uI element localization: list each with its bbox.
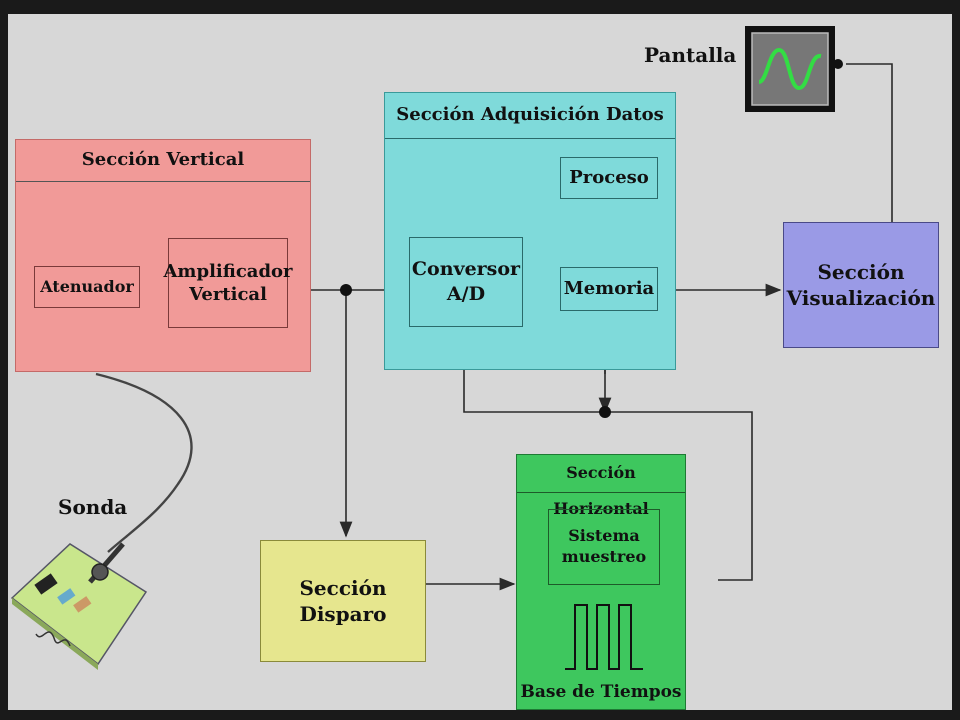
amplificador-vertical-block: Amplificador Vertical — [163, 238, 293, 328]
base-tiempos-label: Base de Tiempos — [520, 682, 682, 702]
conversor-line2: A/D — [446, 283, 486, 305]
seccion-horizontal-title: Sección Horizontal — [517, 455, 685, 518]
wire-visualizacion-pantalla — [846, 63, 893, 222]
seccion-vertical: Sección Vertical Atenuador Amplificador … — [15, 139, 311, 372]
disparo-line1: Sección — [299, 576, 387, 600]
atenuador-block: Atenuador — [34, 266, 140, 308]
probe-cable — [95, 372, 193, 553]
visualizacion-line1: Sección — [817, 260, 905, 284]
disparo-line2: Disparo — [299, 602, 387, 626]
amplificador-line1: Amplificador — [163, 260, 293, 282]
sistema-line1: Sistema — [568, 526, 640, 546]
diagram-canvas: Pantalla Sección Vertical Atenuador Ampl… — [8, 14, 952, 710]
sonda-label: Sonda — [58, 495, 128, 519]
seccion-disparo: Sección Disparo — [260, 540, 426, 662]
pantalla-label: Pantalla — [644, 43, 737, 67]
square-wave-icon — [565, 604, 643, 670]
screen-icon — [745, 26, 835, 112]
probe-icon — [10, 542, 148, 670]
wire-horizontal-feedback — [605, 411, 753, 581]
memoria-block: Memoria — [560, 267, 658, 311]
conversor-line1: Conversor — [411, 258, 521, 281]
sistema-line2: muestreo — [561, 547, 647, 566]
junction-dot-vertical — [340, 284, 352, 296]
junction-dot-memoria — [599, 406, 611, 418]
sine-wave-icon — [751, 32, 829, 106]
proceso-block: Proceso — [560, 157, 658, 199]
junction-dot-pantalla — [833, 59, 843, 69]
seccion-horizontal: Sección Horizontal Sistema muestreo Base… — [516, 454, 686, 710]
seccion-adquisicion-datos: Sección Adquisición Datos Proceso Conver… — [384, 92, 676, 370]
visualizacion-line2: Visualización — [786, 286, 936, 310]
conversor-ad-block: Conversor A/D — [409, 237, 523, 327]
seccion-visualizacion: Sección Visualización — [783, 222, 939, 348]
amplificador-line2: Vertical — [189, 284, 267, 305]
seccion-adquisicion-title: Sección Adquisición Datos — [385, 93, 675, 139]
seccion-vertical-title: Sección Vertical — [16, 140, 310, 182]
sistema-muestreo-block: Sistema muestreo — [548, 509, 660, 585]
